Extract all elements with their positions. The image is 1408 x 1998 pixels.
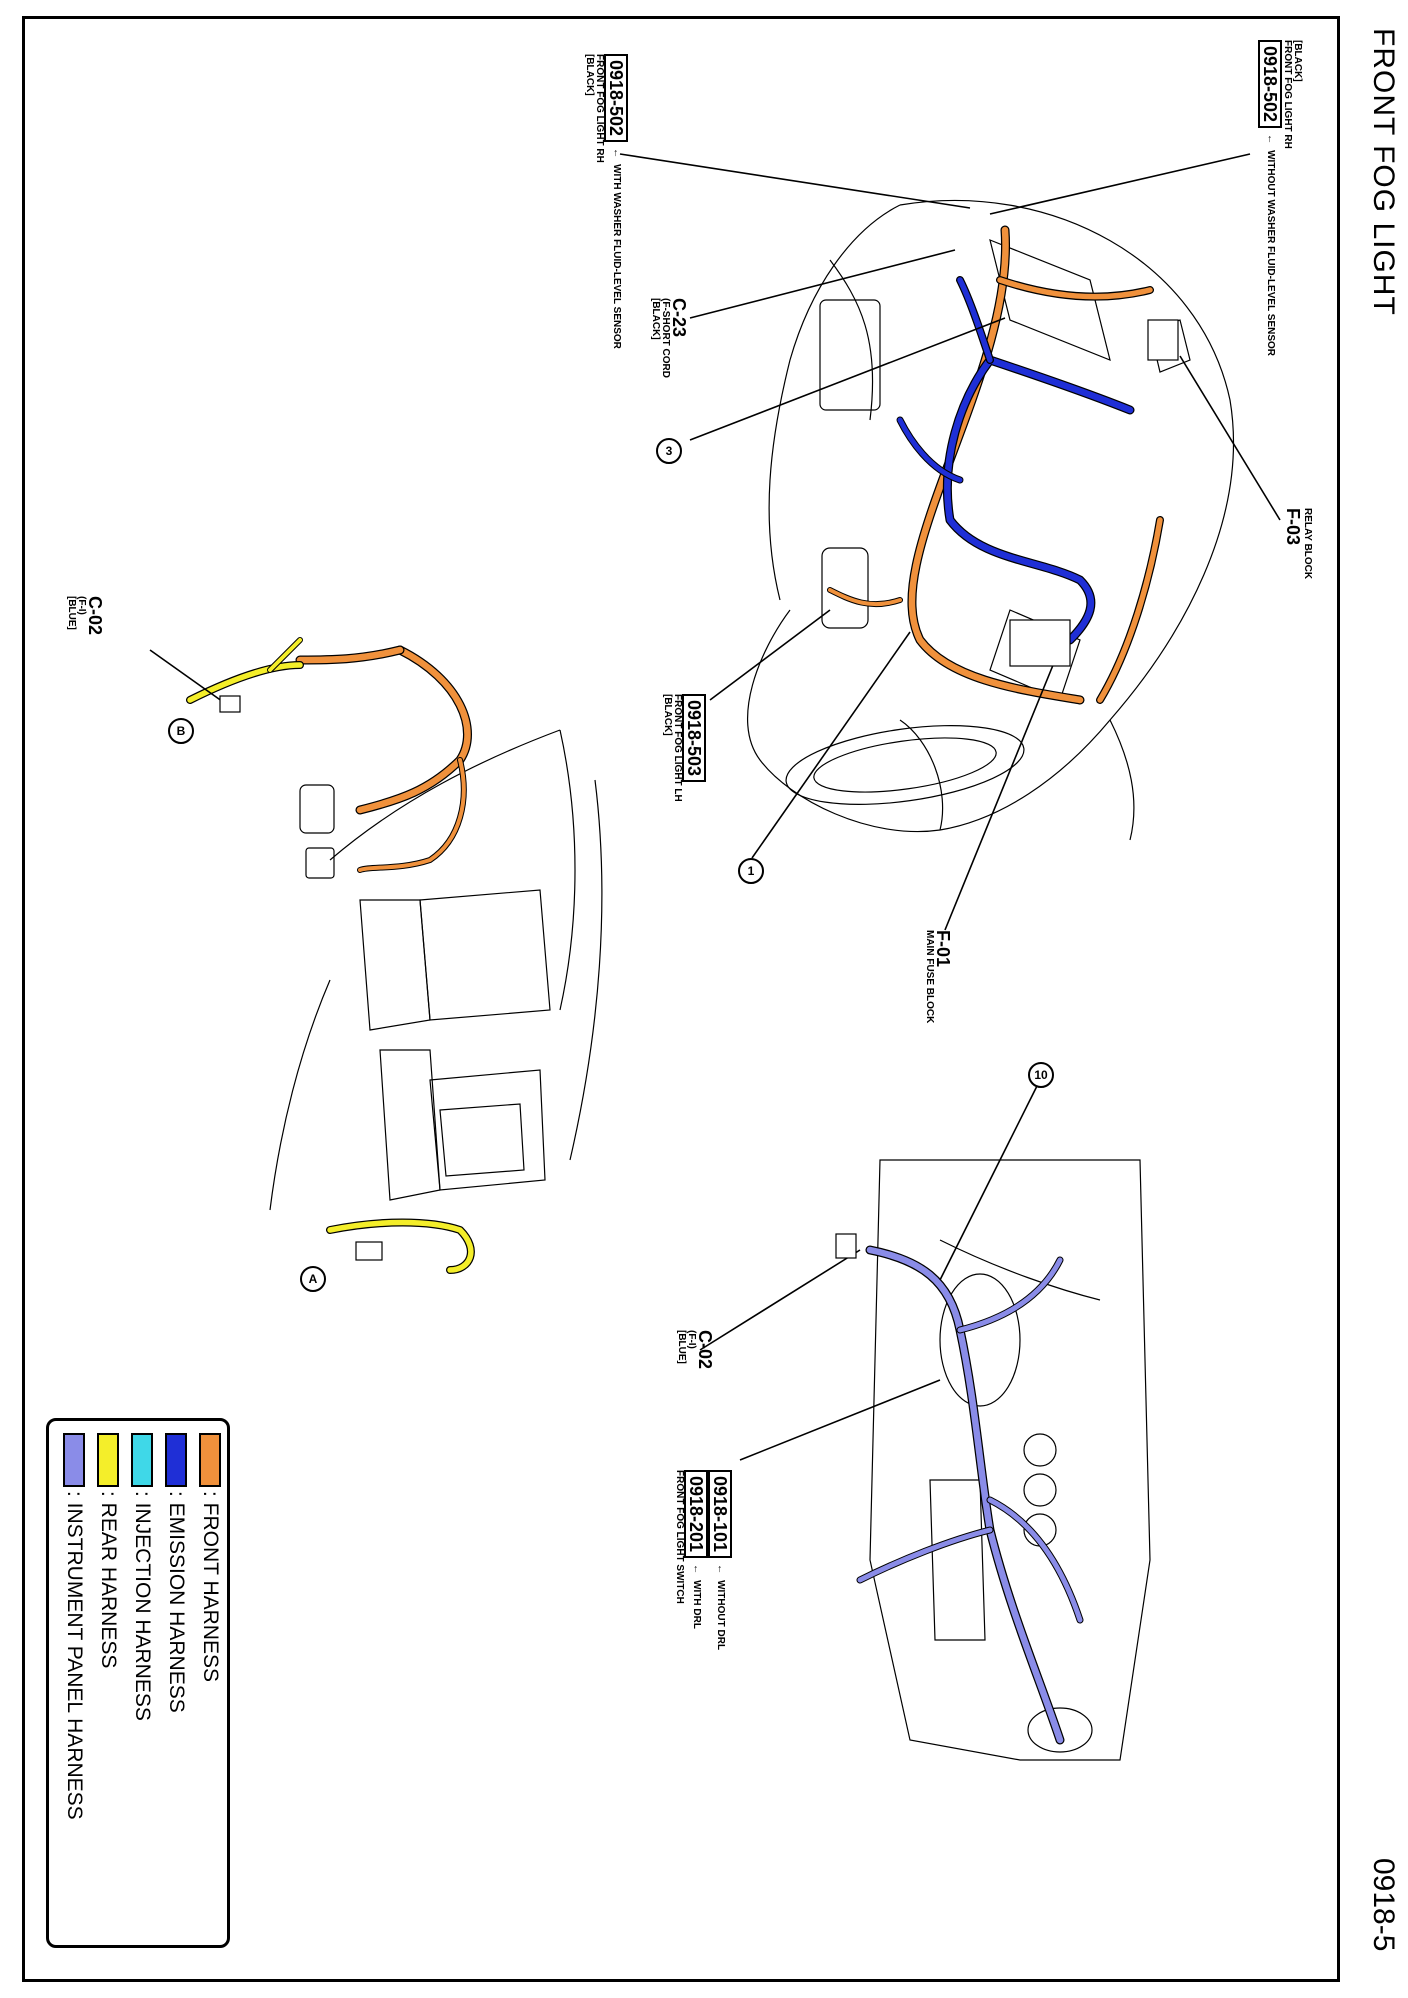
harness-legend: : FRONT HARNESS : EMISSION HARNESS : INJ… [46,1418,230,1948]
leader-lines [149,153,1281,1461]
switch-note-b: WITH DRL [691,1580,702,1629]
c23-sub: (F-SHORT CORD [660,298,671,378]
rh-without-name: FRONT FOG LIGHT RH [1282,40,1293,149]
callout-rh-without: [BLACK] FRONT FOG LIGHT RH 0918-502 ← WI… [1258,40,1303,357]
c02-right-tag: [BLUE] [676,1330,687,1364]
switch-code-a: 0918-101 [708,1470,732,1559]
emission-harness [896,276,1135,645]
main-fuse-code: F-01 [933,930,953,968]
legend-swatch-injection [131,1433,153,1487]
legend-swatch-front [199,1433,221,1487]
lh-code: 0918-503 [682,694,706,783]
callout-c02-right: C-02 (F-I) [BLUE] [676,1330,715,1370]
rh-without-code: 0918-502 [1258,40,1282,129]
c23-code: C-23 [669,298,689,338]
instrument-panel-outline [869,1159,1151,1761]
marker-a: A [300,1266,326,1292]
c02-right-code: C-02 [695,1330,715,1370]
front-harness-engine [827,225,1164,705]
c02-left-tag: [BLUE] [66,596,77,630]
lh-name: FRONT FOG LIGHT LH [672,694,683,802]
main-fuse-label: MAIN FUSE BLOCK [924,930,935,1024]
callout-switch: 0918-101 ← WITHOUT DRL 0918-201 ← WITH D… [674,1470,732,1651]
connector-rear [355,1241,383,1261]
c02-left-code: C-02 [85,596,105,636]
relay-block-label: RELAY BLOCK [1302,508,1313,580]
callout-main-fuse: F-01 MAIN FUSE BLOCK [924,930,953,1024]
legend-swatch-rear [97,1433,119,1487]
marker-10: 10 [1028,1062,1054,1088]
rh-with-note: WITH WASHER FLUID-LEVEL SENSOR [611,164,622,349]
legend-label-injection: : INJECTION HARNESS [131,1491,154,1721]
main-fuse-box [1009,619,1071,667]
instrument-panel-harness [856,1245,1084,1745]
callout-c23: C-23 (F-SHORT CORD [BLACK] [650,298,689,378]
passenger-compartment [269,729,603,1211]
legend-label-emission: : EMISSION HARNESS [165,1491,188,1713]
callout-rh-with: 0918-502 ← WITH WASHER FLUID-LEVEL SENSO… [584,54,628,349]
legend-swatch-instrument [63,1433,85,1487]
switch-name: FRONT FOG LIGHT SWITCH [674,1470,685,1604]
callout-relay-block: RELAY BLOCK F-03 [1283,508,1313,580]
marker-1: 1 [738,858,764,884]
connector-c02-right [835,1233,857,1259]
rh-without-note: WITHOUT WASHER FLUID-LEVEL SENSOR [1265,150,1276,357]
rh-with-tag: [BLACK] [584,54,595,96]
callout-lh: 0918-503 FRONT FOG LIGHT LH [BLACK] [662,694,706,802]
marker-3: 3 [656,438,682,464]
relay-block-code: F-03 [1283,508,1303,546]
component-blocks [219,319,1179,1261]
c23-tag: [BLACK] [650,298,661,340]
rh-with-code: 0918-502 [604,54,628,143]
rh-without-tag: [BLACK] [1292,40,1303,82]
legend-label-instrument: : INSTRUMENT PANEL HARNESS [63,1491,86,1820]
lh-tag: [BLACK] [662,694,673,736]
page-frame [22,16,1340,1982]
switch-code-b: 0918-201 [684,1470,708,1559]
rear-harness [186,637,475,1274]
connector-c02-left [219,695,241,713]
switch-note-a: WITHOUT DRL [715,1580,726,1651]
legend-label-rear: : REAR HARNESS [97,1491,120,1669]
rh-with-name: FRONT FOG LIGHT RH [594,54,605,163]
front-harness-interior [295,645,472,873]
legend-swatch-emission [165,1433,187,1487]
callout-c02-left: C-02 (F-I) [BLUE] [66,596,105,636]
relay-block-box [1147,319,1179,361]
legend-label-front: : FRONT HARNESS [199,1491,222,1682]
marker-b: B [168,718,194,744]
